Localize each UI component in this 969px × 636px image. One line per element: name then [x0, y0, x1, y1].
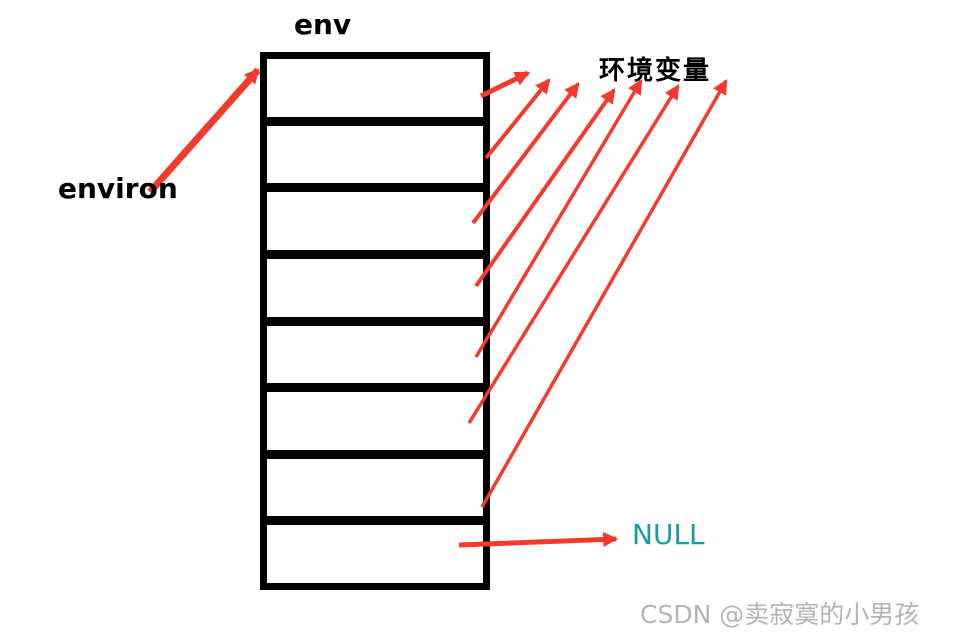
array-cell-6: [267, 458, 483, 526]
env4-arrow: [474, 79, 643, 358]
environ-label: environ: [58, 172, 178, 205]
env-title: env: [294, 8, 352, 41]
array-cell-4: [267, 325, 483, 393]
array-cell-null-terminator: [267, 525, 483, 583]
env1-arrow: [484, 78, 551, 160]
array-cell-3: [267, 258, 483, 326]
array-cell-0: [267, 59, 483, 126]
env5-arrow: [467, 84, 680, 424]
environment-variables-label: 环境变量: [599, 56, 712, 86]
watermark-text: CSDN @卖寂寞的小男孩: [640, 600, 920, 629]
array-cell-2: [267, 192, 483, 259]
array-cell-1: [267, 125, 483, 193]
env3-arrow: [474, 88, 616, 288]
env-pointer-array: [260, 52, 490, 590]
array-cell-5: [267, 392, 483, 459]
null-label: NULL: [632, 518, 705, 551]
env6-arrow: [480, 79, 728, 508]
